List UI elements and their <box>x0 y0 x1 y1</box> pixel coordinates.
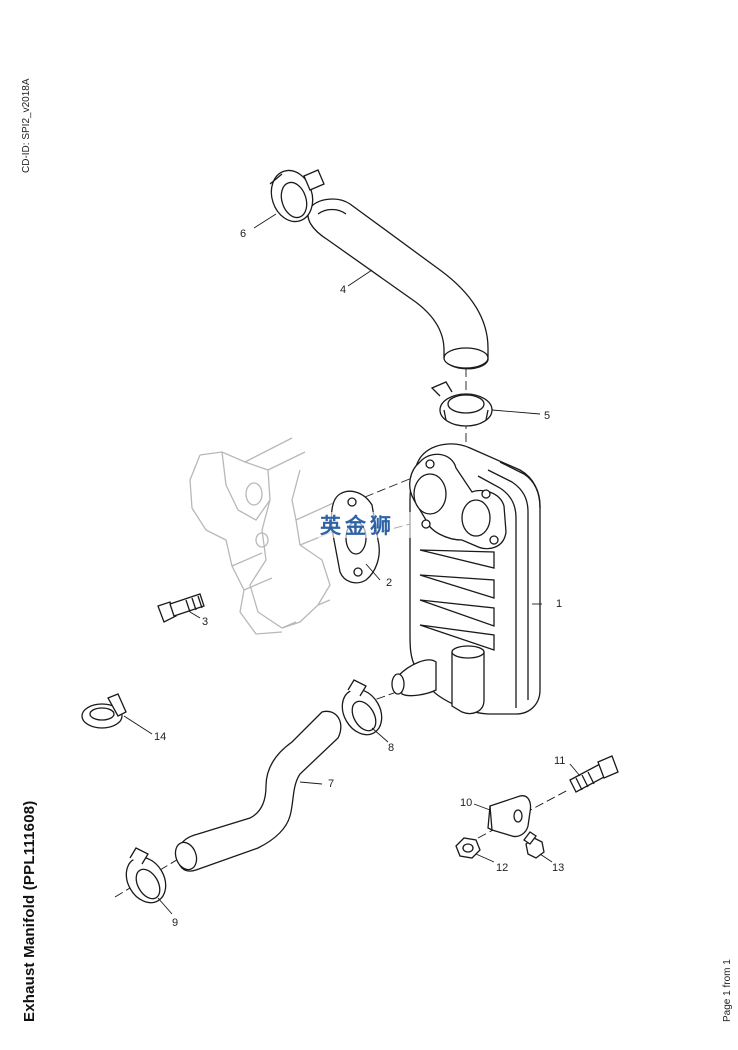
callout-10: 10 <box>460 797 472 809</box>
callout-13: 13 <box>552 862 564 874</box>
hose-clamp-5 <box>430 381 493 427</box>
bracket-10 <box>487 795 532 838</box>
hose-clamp-6 <box>269 169 325 223</box>
watermark-backdrop <box>318 512 418 538</box>
bolt-3 <box>157 593 205 623</box>
callout-3: 3 <box>202 616 208 628</box>
lower-hose <box>174 710 342 872</box>
hose-clamp-9 <box>125 847 167 904</box>
bolt-13 <box>523 831 545 859</box>
callout-8: 8 <box>388 742 394 754</box>
callout-2: 2 <box>386 577 392 589</box>
callout-6: 6 <box>240 228 246 240</box>
watermark: 英金狮 <box>320 514 395 538</box>
callout-5: 5 <box>544 410 550 422</box>
callout-1: 1 <box>556 598 562 610</box>
engine-block-ghost <box>189 437 343 635</box>
hose-clamp-14 <box>81 693 127 729</box>
callout-11: 11 <box>554 755 565 767</box>
upper-hose <box>307 198 489 370</box>
bolt-11 <box>569 755 619 793</box>
callout-9: 9 <box>172 917 178 929</box>
hose-clamp-8 <box>341 679 383 736</box>
callout-leaders <box>123 213 581 915</box>
callout-7: 7 <box>328 778 334 790</box>
callout-14: 14 <box>154 731 166 743</box>
nut-12 <box>455 837 481 859</box>
exhaust-cooler <box>391 443 541 715</box>
callout-4: 4 <box>340 284 346 296</box>
callout-12: 12 <box>496 862 508 874</box>
callout-numbers: 1 2 3 4 5 6 7 8 9 10 11 12 13 14 <box>154 228 565 929</box>
